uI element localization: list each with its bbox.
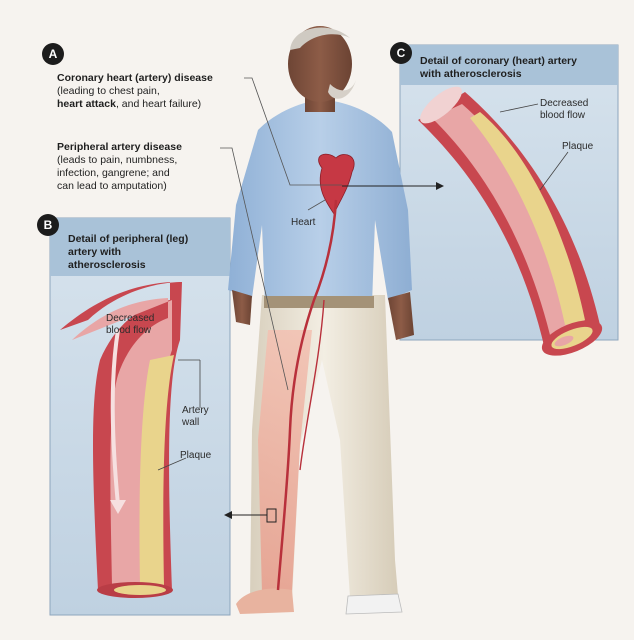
panel-b-title-line2: artery with <box>68 246 188 259</box>
panel-c-plaque-label: Plaque <box>562 141 593 153</box>
panel-b-decreased-flow: Decreased blood flow <box>106 313 154 337</box>
bare-foot <box>236 589 294 614</box>
panel-b-artery-wall-line2: wall <box>182 417 209 429</box>
coronary-disease-block: Coronary heart (artery) disease (leading… <box>57 72 257 111</box>
badge-a: A <box>42 43 64 65</box>
panel-b-plaque-label: Plaque <box>180 450 211 462</box>
belt <box>264 296 374 308</box>
badge-c: C <box>390 42 412 64</box>
peripheral-line3: can lead to amputation) <box>57 180 237 193</box>
panel-b-title-line3: atherosclerosis <box>68 259 188 272</box>
panel-b-artery-wall: Artery wall <box>182 405 209 429</box>
shoe <box>346 594 402 614</box>
panel-b-title: Detail of peripheral (leg) artery with a… <box>68 233 188 272</box>
peripheral-title: Peripheral artery disease <box>57 141 182 153</box>
panel-c-title-line1: Detail of coronary (heart) artery <box>420 55 577 68</box>
coronary-line2-bold: heart attack <box>57 98 116 110</box>
coronary-line2: heart attack, and heart failure) <box>57 98 257 111</box>
heart-label: Heart <box>291 217 315 229</box>
man-figure <box>228 26 414 614</box>
peripheral-disease-block: Peripheral artery disease (leads to pain… <box>57 141 237 193</box>
panel-b-decreased-line2: blood flow <box>106 325 154 337</box>
leg-cutaway <box>258 330 312 594</box>
peripheral-opening-plaque <box>114 585 166 595</box>
right-hand <box>388 292 414 340</box>
panel-c-title-line2: with atherosclerosis <box>420 68 577 81</box>
coronary-line1: (leading to chest pain, <box>57 85 257 98</box>
left-hand <box>232 290 252 325</box>
panel-b-title-line1: Detail of peripheral (leg) <box>68 233 188 246</box>
coronary-title: Coronary heart (artery) disease <box>57 72 213 84</box>
panel-c-title: Detail of coronary (heart) artery with a… <box>420 55 577 81</box>
panel-c <box>400 45 618 363</box>
panel-b-decreased-line1: Decreased <box>106 313 154 325</box>
badge-b: B <box>37 214 59 236</box>
peripheral-line2: infection, gangrene; and <box>57 167 237 180</box>
panel-b-artery-wall-line1: Artery <box>182 405 209 417</box>
peripheral-line1: (leads to pain, numbness, <box>57 154 237 167</box>
panel-c-decreased-line2: blood flow <box>540 110 588 122</box>
panel-c-decreased-line1: Decreased <box>540 98 588 110</box>
coronary-line2-rest: , and heart failure) <box>116 98 201 110</box>
panel-c-decreased-flow: Decreased blood flow <box>540 98 588 122</box>
